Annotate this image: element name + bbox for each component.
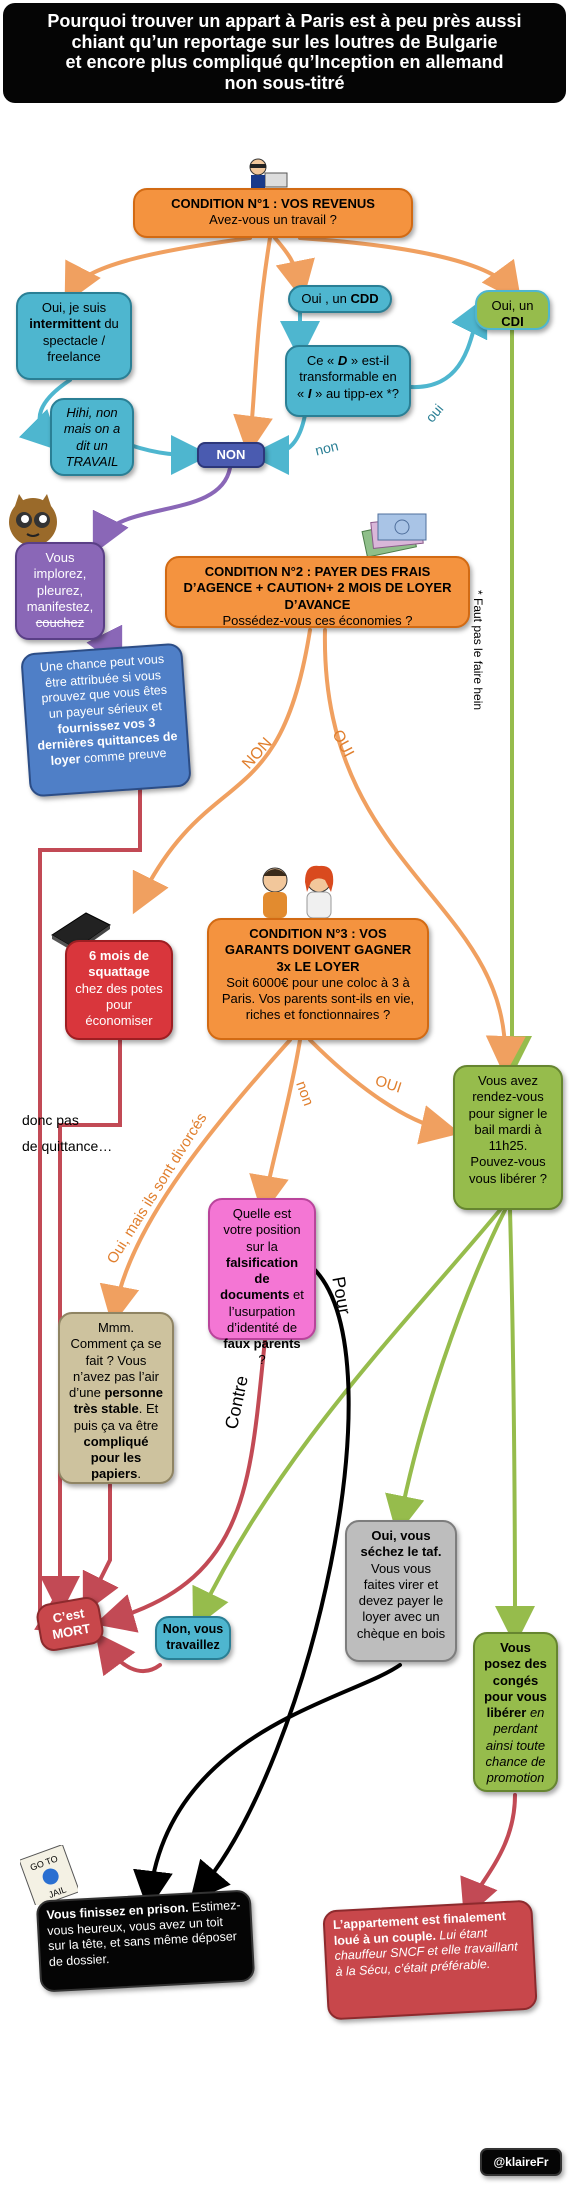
- couple-icon: [262, 865, 334, 919]
- page-title: Pourquoi trouver un appart à Paris est à…: [3, 3, 566, 103]
- line-rdv-sechez: [385, 1208, 507, 1536]
- line-hihi-non: [128, 434, 211, 475]
- condition3-box: CONDITION N°3 : VOS GARANTS DOIVENT GAGN…: [207, 918, 429, 1040]
- rdv-box: Vous avez rendez-vous pour signer le bai…: [453, 1065, 563, 1210]
- falsification-box: Quelle est votre position sur la falsifi…: [208, 1198, 316, 1367]
- sechez-box: Oui, vous séchez le taf. Vous vous faite…: [345, 1520, 457, 1662]
- non-box: NON: [197, 442, 265, 468]
- line-cond1-non: [233, 236, 273, 456]
- line-cond3-oui: [308, 1038, 461, 1145]
- line-intermittent-hihi: [18, 378, 72, 452]
- line-transform-non: [249, 413, 307, 475]
- line-rdv-travaillez: [192, 1208, 502, 1630]
- cdd-box: Oui , un CDD: [288, 285, 392, 313]
- line-falsif-prison: [189, 1268, 351, 1903]
- hihi-box: Hihi, non mais on a dit un TRAVAIL: [50, 398, 134, 476]
- condition2-box: CONDITION N°2 : PAYER DES FRAIS D’AGENCE…: [165, 556, 470, 628]
- final-box: L’appartement est finalement loué à un c…: [322, 1899, 538, 2021]
- line-non-implorez: [92, 466, 232, 555]
- line-cond2-non: [132, 628, 312, 915]
- mmm-box: Mmm. Comment ça se fait ? Vous n’avez pa…: [58, 1312, 174, 1484]
- line-travaillez-mort: [95, 1632, 162, 1677]
- line-cond1-cdi: [298, 236, 522, 303]
- condition1-box: CONDITION N°1 : VOS REVENUS Avez-vous un…: [133, 188, 413, 238]
- implorez-box: Vous implorez, pleurez, manifestez, couc…: [15, 542, 105, 640]
- chance-box: Une chance peut vous être attribuée si v…: [20, 642, 192, 798]
- label-de-quittance: de quittance…: [22, 1138, 113, 1154]
- line-sechez-prison: [133, 1663, 402, 1911]
- conges-box: Vous posez des congés pour vous libérer …: [473, 1632, 558, 1792]
- cat-icon: [9, 494, 57, 546]
- line-cond2-oui: [322, 628, 526, 1076]
- transformable-box: Ce « D » est-il transformable en « I » a…: [285, 345, 411, 417]
- line-falsif-mort: [94, 1338, 267, 1633]
- money-icon: [361, 513, 427, 558]
- thinking-person-icon: [249, 158, 288, 189]
- label-donc-pas: donc pas: [22, 1112, 79, 1128]
- line-cond3-divorces: [99, 1038, 292, 1326]
- line-cond1-intermittent: [64, 236, 252, 305]
- squattage-box: 6 mois de squattage chez des potes pour …: [65, 940, 173, 1040]
- travaillez-box: Non, vous travaillez: [155, 1616, 231, 1660]
- signature-badge[interactable]: @klaireFr: [480, 2148, 562, 2176]
- prison-box: Vous finissez en prison. Estimez-vous he…: [35, 1889, 256, 1993]
- jail-card-icon: GO TO JAIL: [20, 1845, 78, 1905]
- label-faut-pas: * Faut pas le faire hein: [471, 590, 485, 711]
- line-cond1-cdd: [273, 236, 315, 301]
- intermittent-box: Oui, je suis intermittent du spectacle /…: [16, 292, 132, 380]
- line-conges-final: [460, 1793, 517, 1920]
- cdi-box: Oui, un CDI: [475, 290, 550, 330]
- line-mmm-mort: [82, 1483, 119, 1615]
- line-rdv-conges: [494, 1208, 535, 1646]
- line-cond3-non: [249, 1038, 302, 1216]
